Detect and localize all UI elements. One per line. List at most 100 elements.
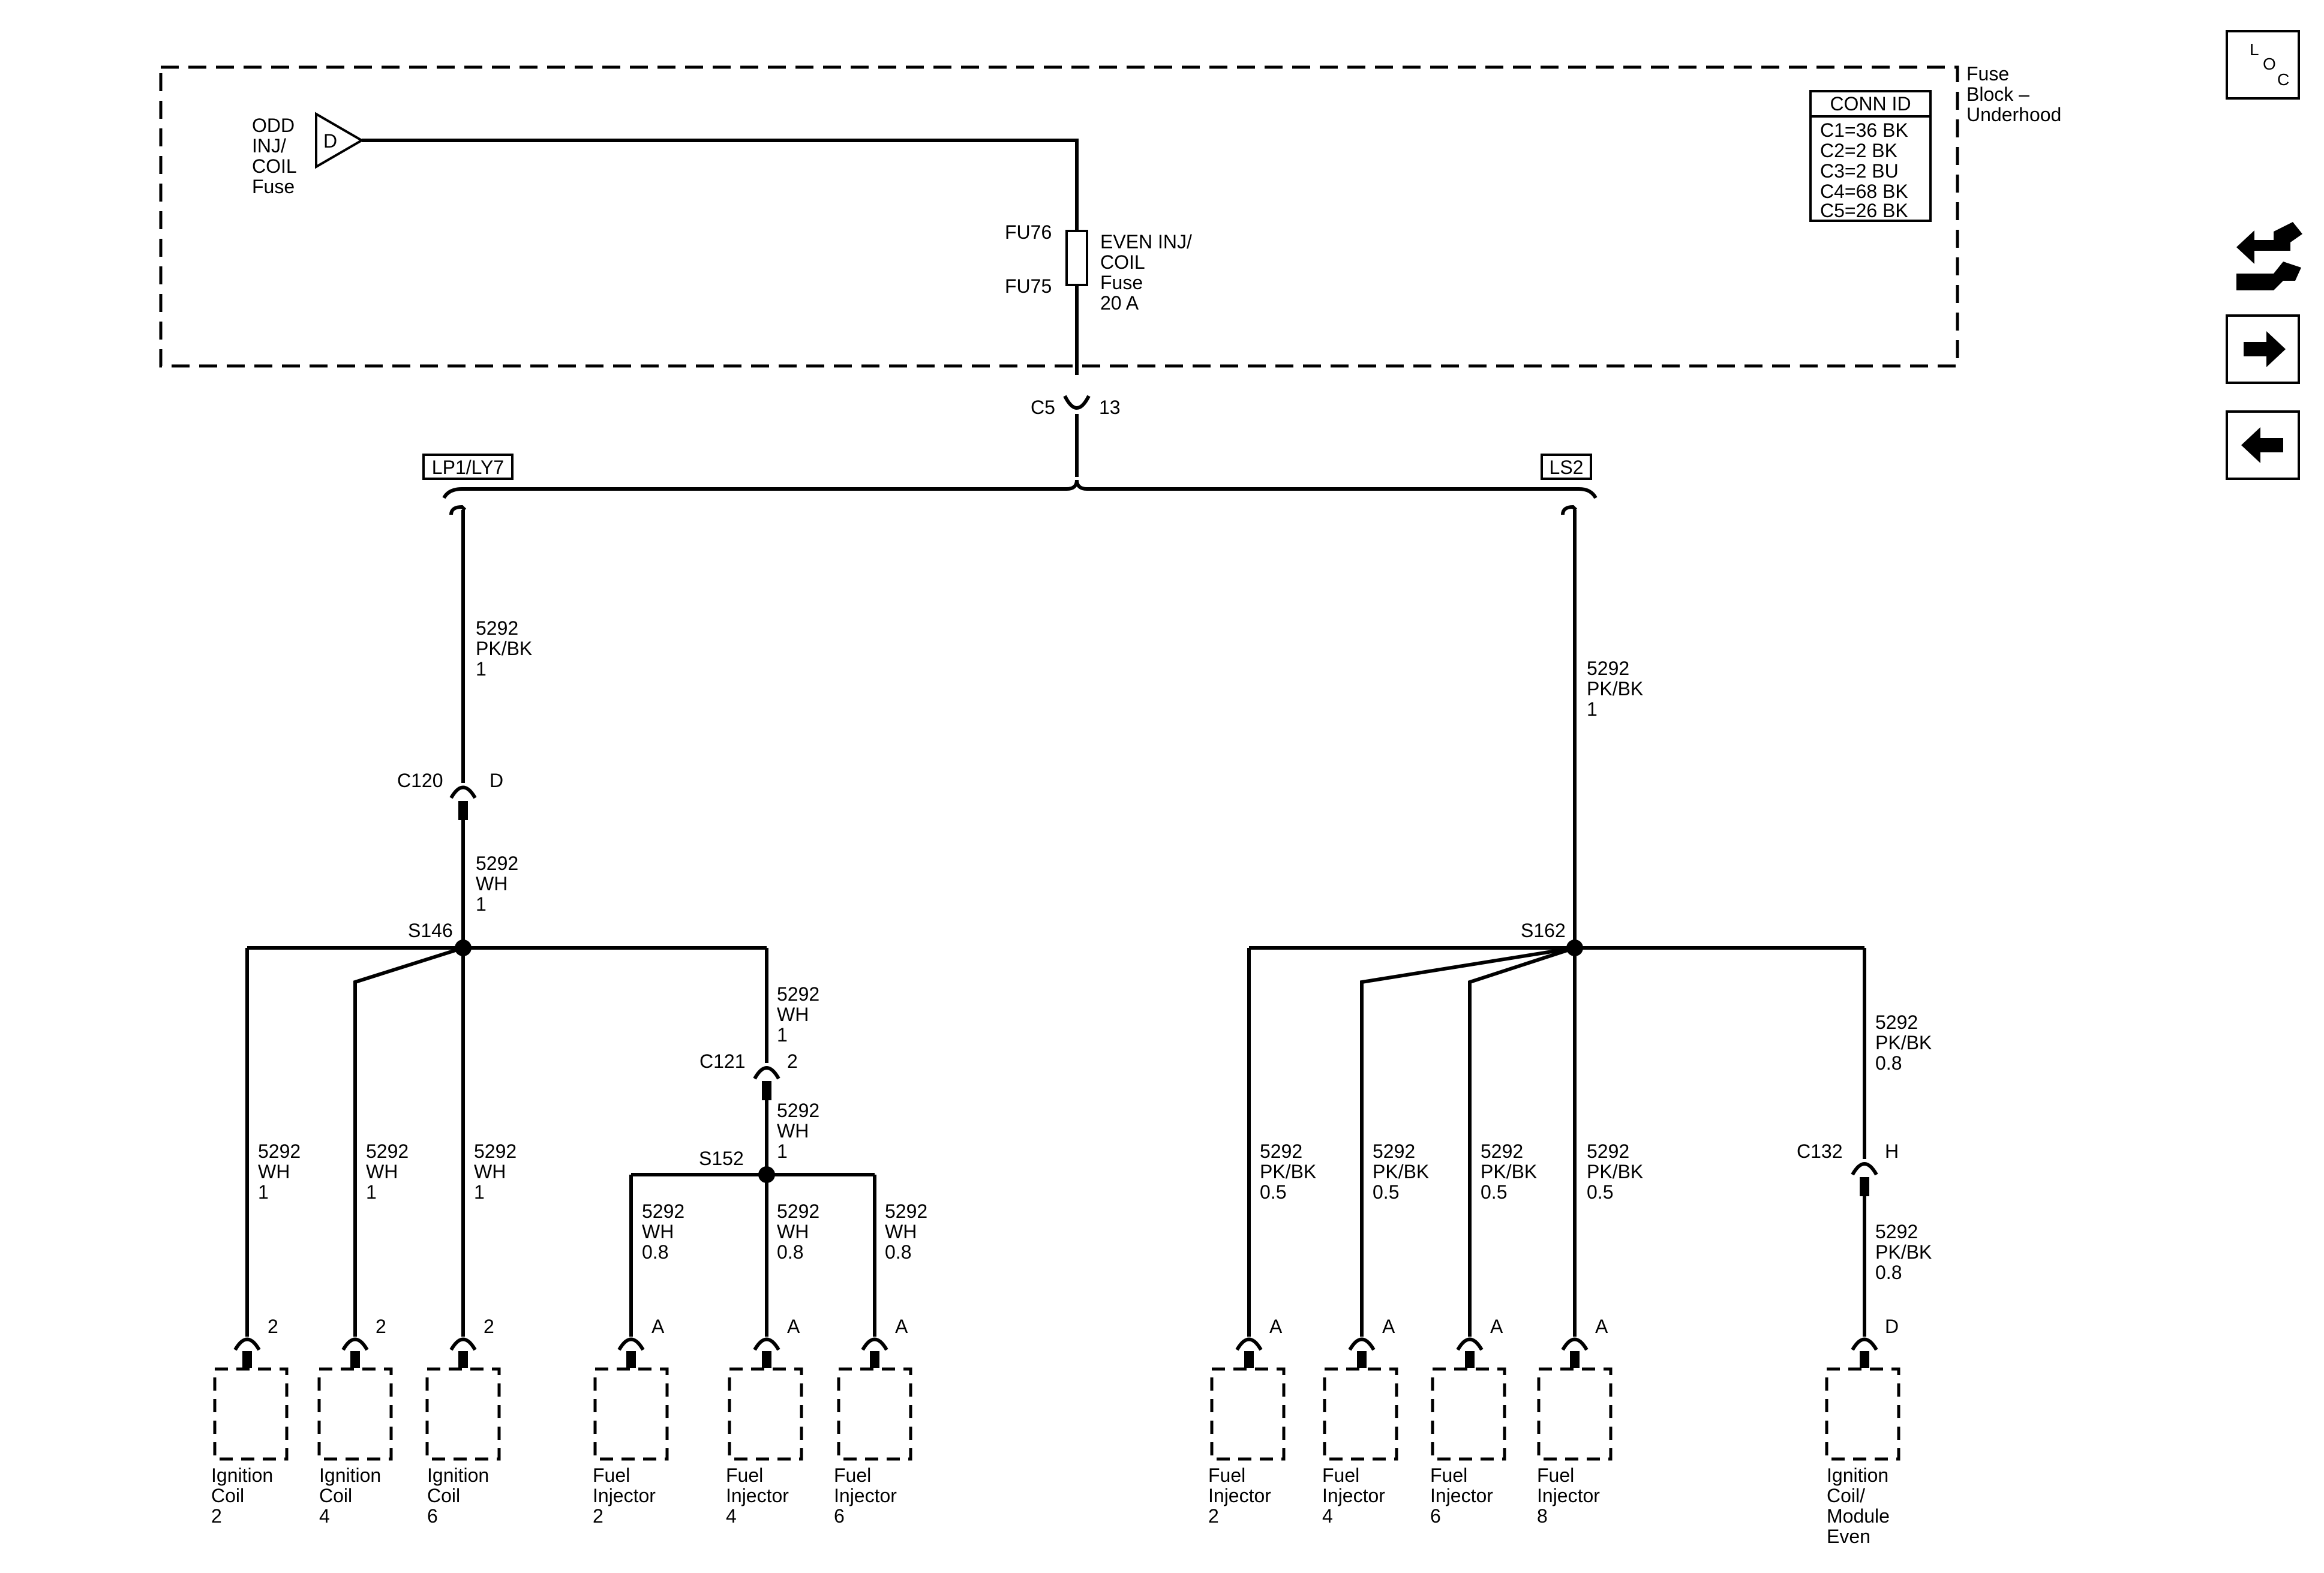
component-label: Coil (319, 1485, 352, 1506)
wire-label: 0.5 (1373, 1181, 1399, 1203)
component-label: Fuel (1430, 1464, 1467, 1486)
option-break-right (1561, 505, 1578, 515)
wire-label: WH (777, 1221, 809, 1242)
wire-label: 5292 (258, 1140, 301, 1162)
harness-icon[interactable] (2236, 222, 2302, 290)
coil4-wire (353, 946, 464, 1337)
component-pin: 2 (268, 1316, 278, 1337)
component-label: Coil/ (1827, 1485, 1865, 1506)
wire-label: 5292 (777, 983, 819, 1005)
conn-id-row: C4=68 BK (1820, 181, 1908, 202)
s162-label: S162 (1521, 920, 1566, 941)
c132-label: C132 (1797, 1140, 1843, 1162)
component-pin: D (1885, 1316, 1899, 1337)
wire-label: 5292 (1587, 1140, 1629, 1162)
wire-label: 0.8 (885, 1241, 911, 1263)
c121-label: C121 (699, 1050, 746, 1072)
left-branch: 5292 PK/BK 1 C120 D 5292 WH 1 S146 5292 … (211, 505, 927, 1527)
component-ignition-coil-2: 2 Ignition Coil 2 (211, 1316, 289, 1527)
component-outline (213, 1367, 289, 1461)
component-fuel-injector-8: A Fuel Injector 8 (1537, 1316, 1613, 1527)
component-label: Fuel (1322, 1464, 1359, 1486)
connector-pin-icon (458, 801, 468, 820)
component-pin: A (1595, 1316, 1608, 1337)
arrow-right-icon[interactable] (2226, 314, 2300, 384)
wire-label: 1 (476, 893, 487, 915)
connector-pin-icon (350, 1351, 360, 1368)
component-label: 6 (834, 1505, 845, 1527)
c5-connector: C5 13 (1031, 395, 1121, 477)
component-label: 4 (319, 1505, 330, 1527)
connector-icon (449, 785, 477, 799)
wire-label: 5292 (1260, 1140, 1302, 1162)
option-break-left (449, 505, 467, 515)
component-pin: 2 (376, 1316, 386, 1337)
component-label: Coil (211, 1485, 244, 1506)
wire-label: 5292 (1373, 1140, 1415, 1162)
right-branch: 5292 PK/BK 1 S162 5292 PK/BK 0.5 5292 PK… (1208, 505, 1932, 1547)
wire-label: 5292 (1875, 1011, 1918, 1033)
component-label: 2 (1208, 1505, 1219, 1527)
component-outline (593, 1367, 669, 1461)
component-label: Fuel (1208, 1464, 1245, 1486)
loc-icon[interactable]: L O C (2226, 30, 2300, 100)
odd-fuse-label-3: COIL (252, 155, 297, 177)
odd-fuse-label-1: ODD (252, 115, 295, 136)
component-label: 6 (1430, 1505, 1441, 1527)
component-label: Injector (1537, 1485, 1600, 1506)
component-outline (1323, 1367, 1398, 1461)
component-label: Fuel (593, 1464, 630, 1486)
component-label: 4 (726, 1505, 737, 1527)
wire-label: PK/BK (1587, 678, 1643, 700)
component-outline (837, 1367, 912, 1461)
component-label: Injector (1430, 1485, 1493, 1506)
component-label: Fuel (834, 1464, 871, 1486)
option-box-right (1541, 454, 1592, 480)
connector-pin-icon (1570, 1351, 1580, 1368)
component-outline (317, 1367, 393, 1461)
component-label: 4 (1322, 1505, 1333, 1527)
component-label: Module (1827, 1505, 1890, 1527)
wire-label: WH (642, 1221, 674, 1242)
component-label: Ignition (319, 1464, 381, 1486)
wire-label: 5292 (1875, 1221, 1918, 1242)
connector-icon (861, 1337, 888, 1351)
wire-label: WH (474, 1161, 506, 1182)
wire-label: 0.8 (1875, 1052, 1902, 1074)
conn-id-table: CONN ID C1=36 BK C2=2 BK C3=2 BU C4=68 B… (1809, 90, 1932, 222)
arrow-left-icon[interactable] (2226, 410, 2300, 480)
component-fuel-injector-2: A Fuel Injector 2 (593, 1316, 669, 1527)
component-pin: 2 (484, 1316, 494, 1337)
wire-label: 1 (777, 1140, 788, 1162)
connector-icon (1348, 1337, 1376, 1351)
even-fuse-label-1: EVEN INJ/ (1100, 231, 1192, 253)
wire-label: 0.5 (1260, 1181, 1286, 1203)
fuse-block-title-2: Block – (1966, 83, 2029, 105)
component-label: Injector (593, 1485, 656, 1506)
connector-pin-icon (242, 1351, 252, 1368)
loc-letter: C (2277, 70, 2289, 89)
component-label: Ignition (427, 1464, 489, 1486)
even-fuse: FU76 FU75 EVEN INJ/ COIL Fuse 20 A (1005, 221, 1192, 375)
component-label: Injector (834, 1485, 897, 1506)
conn-id-row: C1=36 BK (1820, 119, 1908, 141)
wire-label: WH (885, 1221, 917, 1242)
option-right-label: LS2 (1550, 457, 1584, 478)
component-ignition-coil-6: 2 Ignition Coil 6 (425, 1316, 501, 1527)
component-label: 6 (427, 1505, 438, 1527)
component-label: Coil (427, 1485, 460, 1506)
loc-letter: O (2263, 55, 2276, 73)
s152-label: S152 (699, 1148, 744, 1169)
component-label: Even (1827, 1526, 1870, 1547)
even-fuse-label-2: COIL (1100, 251, 1145, 273)
wire-label: 5292 (777, 1200, 819, 1222)
fuse-source-triangle-icon (315, 112, 364, 169)
wire-label: 5292 (476, 617, 518, 639)
odd-fuse-source: ODD INJ/ COIL Fuse D (252, 112, 1079, 231)
wire-label: WH (777, 1004, 809, 1025)
s146-label: S146 (408, 920, 453, 941)
side-panel: L O C (2226, 30, 2302, 480)
component-pin: A (895, 1316, 908, 1337)
connector-pin-icon (626, 1351, 636, 1368)
connector-pin-icon (1465, 1351, 1475, 1368)
